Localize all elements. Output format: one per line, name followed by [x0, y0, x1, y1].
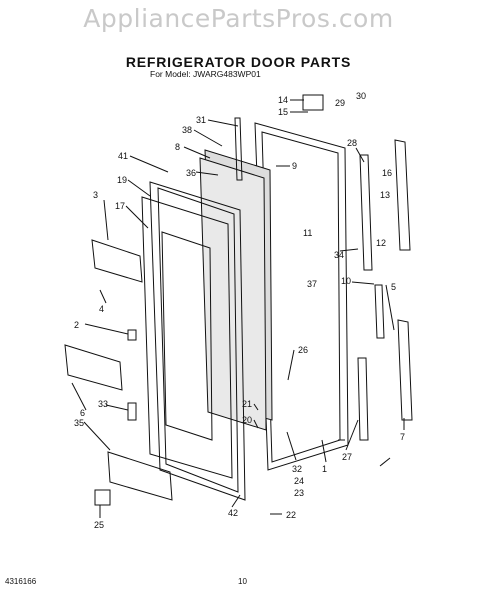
- callout-label: 1: [322, 464, 327, 474]
- door-liner-recess: [161, 231, 213, 441]
- door-outer-panel-inner-edge: [261, 131, 341, 463]
- callout-label: 42: [228, 508, 238, 518]
- page-number: 10: [238, 577, 247, 586]
- callout-label: 12: [376, 238, 386, 248]
- callout-label: 4: [99, 304, 104, 314]
- door-gasket: [149, 181, 246, 501]
- trim-strip: [234, 117, 243, 181]
- callout-labels: 31 38 8 41 36 9 19 3 17 14 15 29 30 28 1…: [74, 91, 405, 530]
- callout-label: 35: [74, 418, 84, 428]
- callout-label: 19: [117, 175, 127, 185]
- callout-label: 6: [80, 408, 85, 418]
- insulation-layer-2: [199, 157, 267, 431]
- callout-label: 17: [115, 201, 125, 211]
- callout-label: 16: [382, 168, 392, 178]
- callout-label: 25: [94, 520, 104, 530]
- model-subtitle: For Model: JWARG483WP01: [150, 69, 261, 79]
- shelf-bracket-33: [127, 402, 137, 421]
- callout-label: 11: [303, 228, 312, 238]
- callout-label: 41: [118, 151, 128, 161]
- callout-label: 29: [335, 98, 345, 108]
- door-shelf-upper: [91, 239, 143, 283]
- callout-label: 15: [278, 107, 288, 117]
- callout-label: 20: [242, 415, 252, 425]
- callout-label: 3: [93, 190, 98, 200]
- callout-label: 10: [341, 276, 351, 286]
- callout-label: 22: [286, 510, 296, 520]
- shelf-bracket-2: [127, 329, 137, 341]
- callout-label: 21: [242, 399, 252, 409]
- callout-label: 14: [278, 95, 288, 105]
- callout-label: 13: [380, 190, 390, 200]
- handle-lower-left: [357, 357, 369, 441]
- callout-label: 36: [186, 168, 196, 178]
- callout-label: 28: [347, 138, 357, 148]
- callout-label: 32: [292, 464, 302, 474]
- document-number: 4316166: [5, 577, 37, 586]
- door-gasket-inner: [157, 187, 239, 493]
- handle-upper-left: [359, 154, 373, 271]
- callout-label: 8: [175, 142, 180, 152]
- callout-label: 27: [342, 452, 352, 462]
- callout-label: 24: [294, 476, 304, 486]
- diagram-title: REFRIGERATOR DOOR PARTS: [125, 54, 352, 70]
- callout-label: 23: [294, 488, 304, 498]
- callout-label: 26: [298, 345, 308, 355]
- handle-upper-right: [394, 139, 411, 251]
- watermark: AppliancePartsPros.com: [83, 4, 394, 33]
- callout-label: 5: [391, 282, 396, 292]
- callout-label: 38: [182, 125, 192, 135]
- callout-label: 37: [307, 279, 317, 289]
- callout-label: 30: [356, 91, 366, 101]
- callout-label: 31: [196, 115, 206, 125]
- handle-lower-right: [397, 319, 413, 421]
- door-liner: [141, 196, 233, 479]
- shelf-clip: [94, 489, 111, 506]
- callout-label: 34: [334, 250, 344, 260]
- door-shelf-lower: [107, 451, 173, 501]
- callout-label: 2: [74, 320, 79, 330]
- nameplate: [302, 94, 324, 111]
- door-shelf-middle: [64, 344, 123, 391]
- callout-label: 7: [400, 432, 405, 442]
- callout-label: 9: [292, 161, 297, 171]
- handle-mid: [374, 284, 385, 339]
- callout-label: 33: [98, 399, 108, 409]
